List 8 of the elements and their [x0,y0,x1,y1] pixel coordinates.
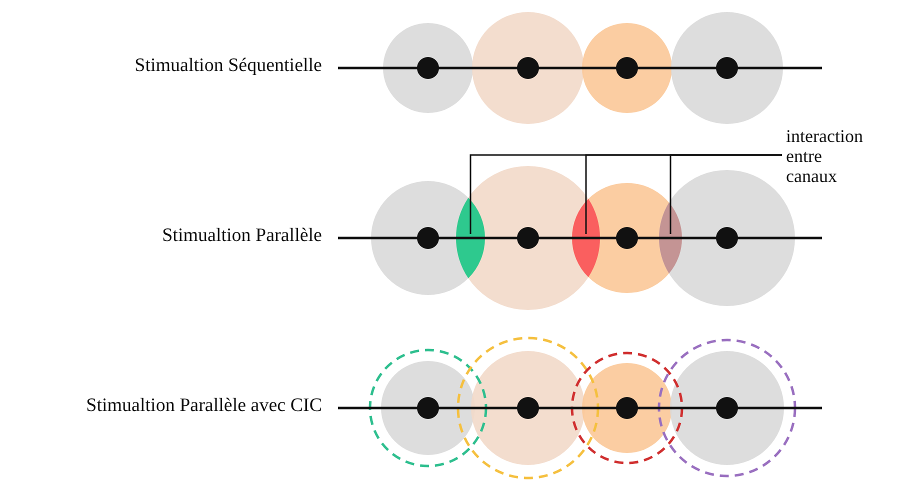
row-label: Stimualtion Parallèle [162,225,322,247]
overlap-region [572,198,600,278]
row-label: Stimualtion Séquentielle [134,55,322,77]
row-label: Stimualtion Parallèle avec CIC [86,395,322,417]
leader-line [670,154,782,234]
overlap-region [456,198,485,278]
overlap-region [659,202,682,274]
callout-text: interaction entre canaux [786,126,864,186]
